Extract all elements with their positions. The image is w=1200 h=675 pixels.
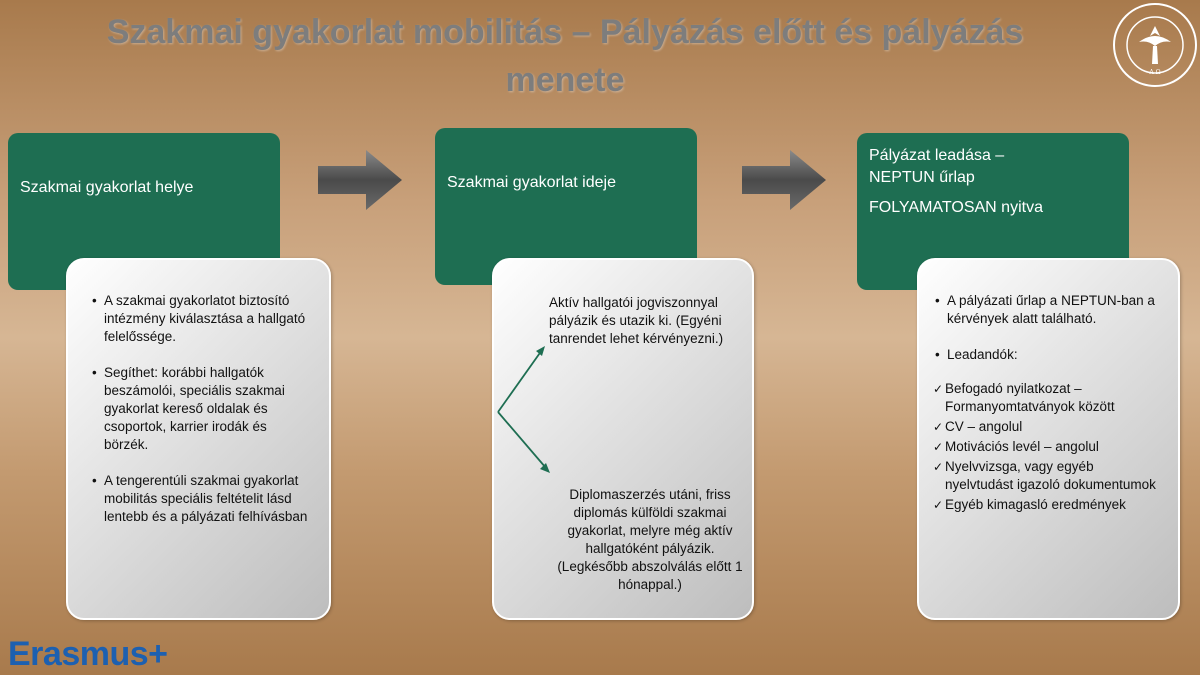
submission-checklist: Befogadó nyilatkozat – Formanyomtatványo… [933, 380, 1164, 514]
seal-letters: Α Ω [1148, 69, 1160, 76]
page-title: Szakmai gyakorlat mobilitás – Pályázás e… [40, 8, 1090, 104]
submission-heading: Pályázat leadása – NEPTUN űrlap [869, 147, 1005, 186]
time-option-active-student: Aktív hallgatói jogviszonnyal pályázik é… [549, 295, 724, 346]
place-bullet: Segíthet: korábbi hallgatók beszámolói, … [90, 364, 313, 454]
time-heading: Szakmai gyakorlat ideje [447, 174, 616, 191]
place-heading: Szakmai gyakorlat helye [20, 179, 194, 196]
page-title-line2: menete [505, 61, 625, 99]
place-bullet: A szakmai gyakorlatot biztosító intézmén… [90, 292, 313, 346]
submission-card: A pályázati űrlap a NEPTUN-ban a kérvény… [917, 258, 1180, 620]
page-title-line1: Szakmai gyakorlat mobilitás – Pályázás e… [106, 13, 1024, 51]
time-card: Aktív hallgatói jogviszonnyal pályázik é… [492, 258, 754, 620]
erasmus-plus-logo: Erasmus+ [8, 635, 168, 673]
arrow-right-icon [318, 150, 402, 210]
checklist-item: Motivációs levél – angolul [933, 438, 1164, 456]
checklist-item: Befogadó nyilatkozat – Formanyomtatványo… [933, 380, 1164, 416]
submission-bullet: Leadandók: [933, 346, 1164, 364]
checklist-item: Egyéb kimagasló eredmények [933, 496, 1164, 514]
checklist-item: Nyelvvizsga, vagy egyéb nyelvtudást igaz… [933, 458, 1164, 494]
checklist-item: CV – angolul [933, 418, 1164, 436]
time-option-graduate: Diplomaszerzés utáni, friss diplomás kül… [557, 487, 743, 592]
arrow-right-icon [742, 150, 826, 210]
branch-arrows-icon [497, 346, 550, 473]
place-bullet: A tengerentúli szakmai gyakorlat mobilit… [90, 472, 313, 526]
place-card: A szakmai gyakorlatot biztosító intézmén… [66, 258, 331, 620]
submission-bullet: A pályázati űrlap a NEPTUN-ban a kérvény… [933, 292, 1164, 328]
university-seal-logo: Α Ω [1113, 3, 1197, 87]
submission-bullet-list: A pályázati űrlap a NEPTUN-ban a kérvény… [933, 292, 1164, 364]
place-bullet-list: A szakmai gyakorlatot biztosító intézmén… [90, 292, 313, 526]
submission-subheading: FOLYAMATOSAN nyitva [869, 199, 1043, 216]
